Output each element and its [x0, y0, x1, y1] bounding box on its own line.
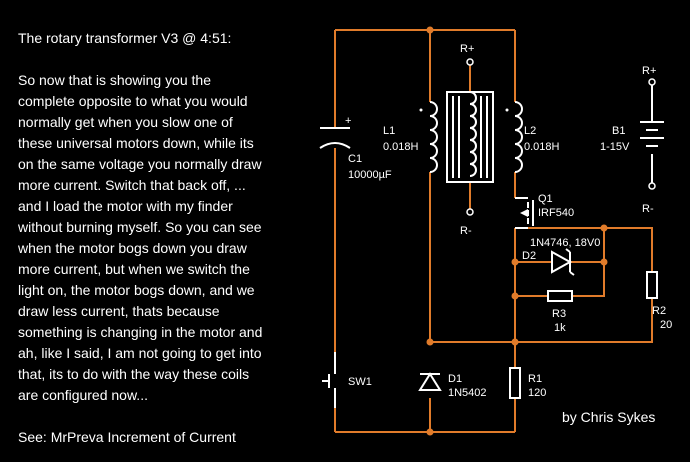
narrative-line: normally get when you slow one of: [18, 114, 233, 130]
r2-value: 20: [660, 319, 672, 331]
l1-value: 0.018H: [383, 141, 419, 153]
l1-dot-icon: [419, 108, 423, 112]
l1-ref: L1: [383, 125, 395, 137]
c1-ref: C1: [348, 153, 362, 165]
l2-value: 0.018H: [524, 141, 560, 153]
narrative-line: are configured now...: [18, 387, 148, 403]
r2-ref: R2: [652, 305, 666, 317]
junction-dot: [511, 292, 519, 300]
d1-ref: D1: [448, 373, 462, 385]
narrative-line: these universal motors down, while its: [18, 135, 254, 151]
c1-polarity: +: [345, 115, 351, 127]
terminal-icon: [648, 78, 656, 86]
narrative-line: that, its to do with the way these coils: [18, 366, 250, 382]
narrative-title: The rotary transformer V3 @ 4:51:: [18, 30, 232, 46]
terminal-icon: [466, 58, 474, 66]
narrative-line: more current. Switch that back off, ...: [18, 177, 246, 193]
narrative-line: So now that is showing you the: [18, 72, 212, 88]
junction-dots: [426, 26, 608, 436]
terminal-icon: [466, 208, 474, 216]
narrative-line: ah, like I said, I am not going to get i…: [18, 345, 262, 361]
rotor-top-label: R+: [460, 43, 474, 55]
b1-top-label: R+: [642, 65, 656, 77]
junction-dot: [600, 224, 608, 232]
wire-r3: [515, 228, 605, 297]
resistor-r3: R3 1k: [547, 290, 573, 334]
junction-dot: [426, 26, 434, 34]
narrative-line: without burning myself. So you can see: [18, 219, 262, 235]
r1-value: 120: [528, 387, 546, 399]
rotor-bottom-label: R-: [460, 225, 472, 237]
narrative-line: and I load the motor with my finder: [18, 198, 233, 214]
inductor-l2: L2 0.018H: [505, 101, 560, 173]
credit-text: by Chris Sykes: [562, 409, 655, 425]
d2-value: 1N4746, 18V0: [530, 237, 600, 249]
narrative-line: complete opposite to what you would: [18, 93, 248, 109]
r3-ref: R3: [552, 308, 566, 320]
rotor-coil: R+ R-: [446, 43, 494, 237]
junction-dot: [600, 258, 608, 266]
narrative-line: more current, but when we switch the: [18, 261, 250, 277]
narrative-line: when the motor bogs down you draw: [18, 240, 247, 256]
resistor-r1: R1 120: [509, 367, 546, 399]
narrative-line: something is changing in the motor and: [18, 324, 263, 340]
mosfet-q1: Q1 IRF540: [515, 193, 574, 229]
wire-gate-r2: [515, 227, 653, 343]
b1-ref: B1: [612, 125, 625, 137]
resistor-r2: R2 20: [646, 271, 672, 331]
junction-dot: [511, 338, 519, 346]
r1-ref: R1: [528, 373, 542, 385]
narrative-line: light on, the motor bogs down, and we: [18, 282, 255, 298]
b1-bottom-label: R-: [642, 203, 654, 215]
diode-d1: D1 1N5402: [418, 372, 487, 399]
r3-value: 1k: [554, 322, 566, 334]
d2-ref: D2: [522, 250, 536, 262]
battery-b1: R+ R- B1 1-15V: [600, 65, 664, 215]
narrative-text: The rotary transformer V3 @ 4:51: So now…: [18, 28, 318, 448]
capacitor-c1: + C1 10000µF: [319, 115, 392, 181]
narrative-line: draw less current, thats because: [18, 303, 220, 319]
q1-value: IRF540: [538, 207, 574, 219]
c1-value: 10000µF: [348, 169, 392, 181]
reference-line: See: MrPreva Increment of Current: [18, 429, 236, 445]
junction-dot: [426, 428, 434, 436]
inductor-l1: L1 0.018H: [383, 101, 438, 173]
switch-sw1: SW1: [322, 352, 372, 408]
q1-ref: Q1: [538, 193, 553, 205]
sw1-ref: SW1: [348, 376, 372, 388]
narrative-line: on the same voltage you normally draw: [18, 156, 262, 172]
junction-dot: [426, 338, 434, 346]
junction-dot: [511, 258, 519, 266]
l2-ref: L2: [524, 125, 536, 137]
d1-value: 1N5402: [448, 387, 487, 399]
zener-d2: 1N4746, 18V0 D2: [522, 237, 600, 276]
terminal-icon: [648, 182, 656, 190]
b1-value: 1-15V: [600, 141, 630, 153]
l2-dot-icon: [505, 108, 509, 112]
